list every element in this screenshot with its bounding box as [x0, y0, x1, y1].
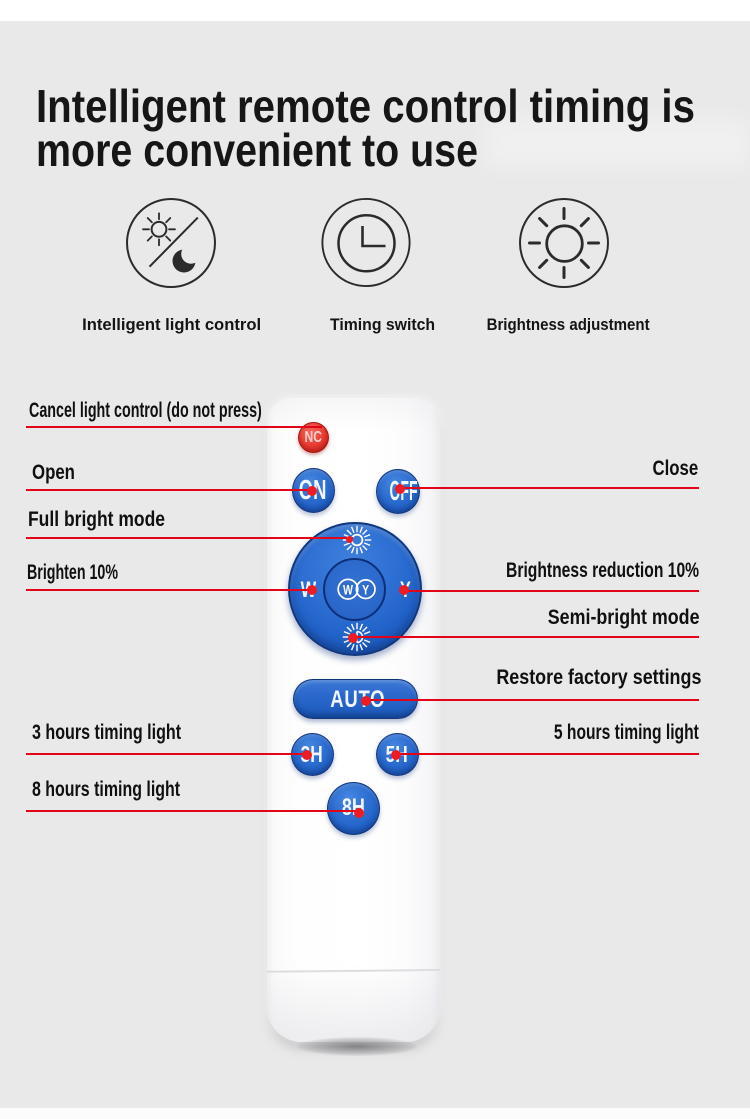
svg-text:Y: Y: [362, 582, 369, 598]
svg-text:W: W: [343, 582, 353, 598]
